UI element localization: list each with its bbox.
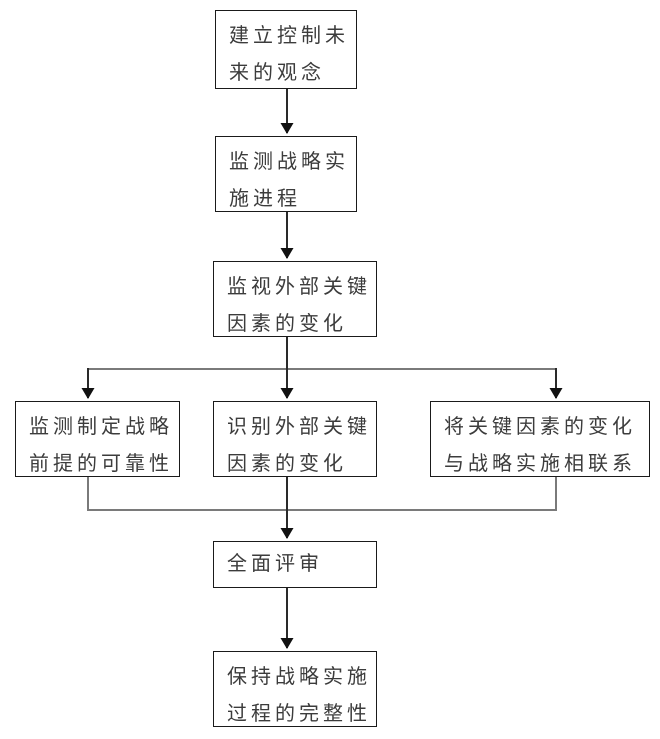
node-text-line: 将关键因素的变化	[444, 414, 636, 438]
flow-node-comprehensive-review: 全面评审	[213, 541, 377, 588]
flow-node-monitor-implementation: 监测战略实 施进程	[215, 136, 357, 212]
flow-node-check-premise-reliability: 监测制定战略 前提的可靠性	[15, 401, 180, 477]
node-text-line: 施进程	[229, 186, 301, 210]
node-text-line: 保持战略实施	[227, 664, 371, 688]
flow-node-link-changes-to-implementation: 将关键因素的变化 与战略实施相联系	[430, 401, 650, 477]
node-text-line: 识别外部关键	[227, 414, 371, 438]
node-text-line: 因素的变化	[227, 311, 347, 335]
node-text-line: 监测制定战略	[29, 414, 173, 438]
flow-node-watch-external-factors: 监视外部关键 因素的变化	[213, 261, 377, 337]
node-text-line: 因素的变化	[227, 451, 347, 475]
flow-node-keep-process-integrity: 保持战略实施 过程的完整性	[213, 651, 377, 727]
node-text-line: 前提的可靠性	[29, 451, 173, 475]
node-text-line: 过程的完整性	[227, 701, 371, 725]
flow-node-establish-concept: 建立控制未 来的观念	[215, 10, 357, 89]
node-text-line: 与战略实施相联系	[444, 451, 636, 475]
flow-node-identify-factor-changes: 识别外部关键 因素的变化	[213, 401, 377, 477]
node-text-line: 监测战略实	[229, 149, 349, 173]
node-text-line: 来的观念	[229, 60, 325, 84]
node-text-line: 建立控制未	[229, 23, 349, 47]
node-text-line: 监视外部关键	[227, 274, 371, 298]
node-text-line: 全面评审	[227, 551, 323, 575]
